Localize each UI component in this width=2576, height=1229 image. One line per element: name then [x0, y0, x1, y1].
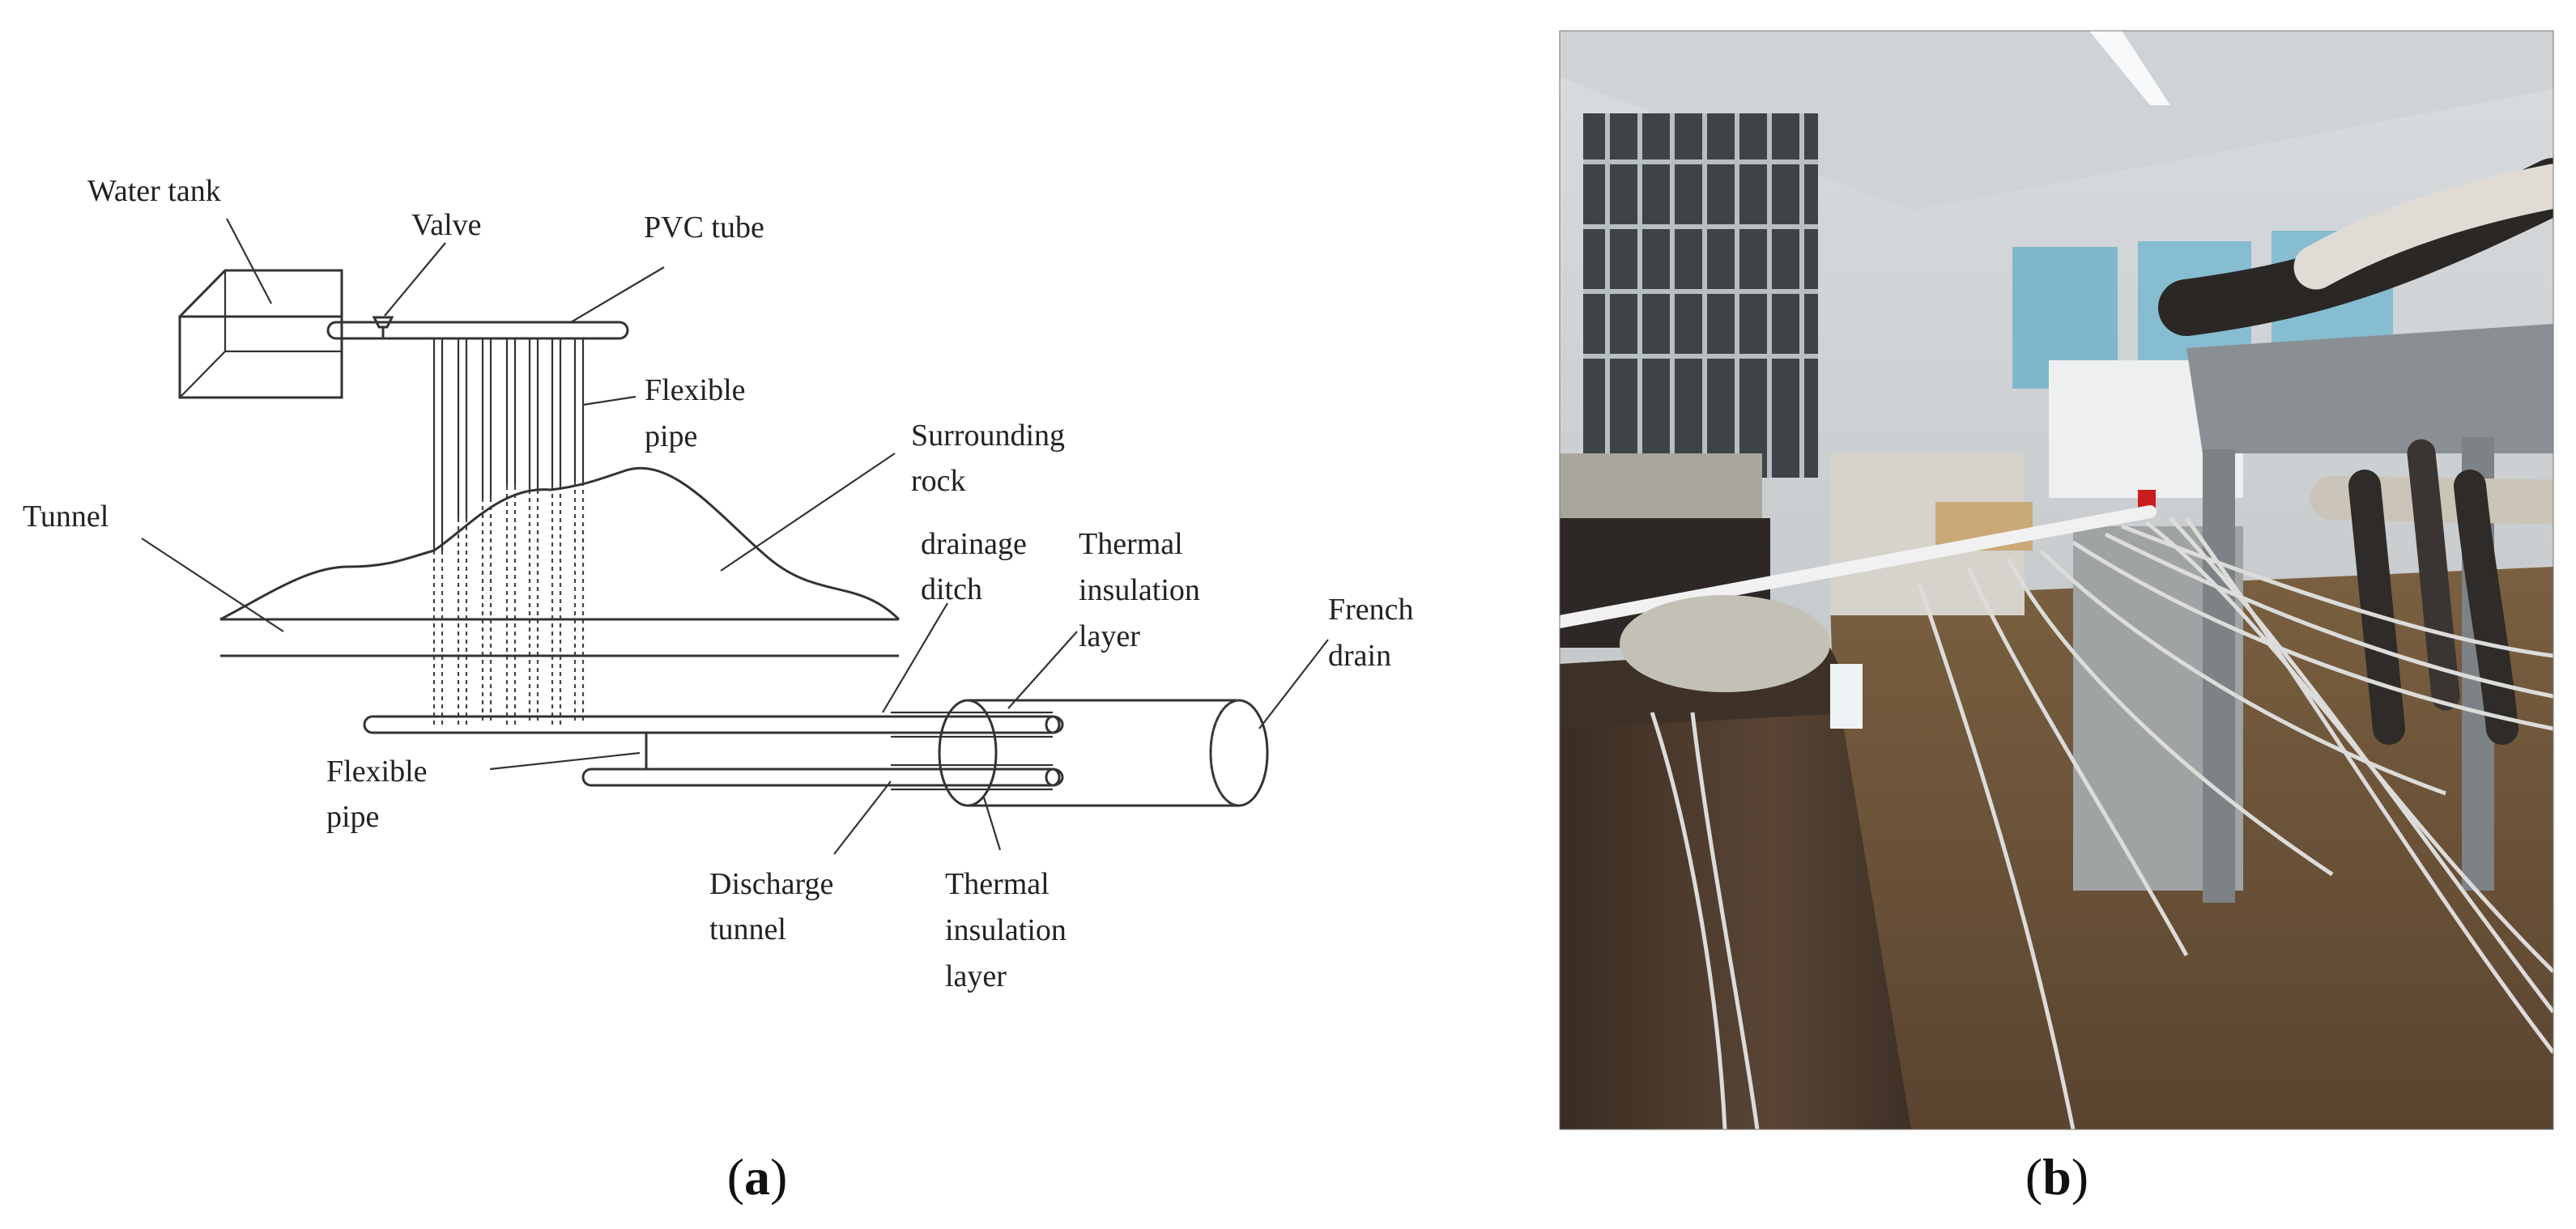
label-valve: Valve [411, 208, 482, 242]
drainage-pipe-shape [363, 715, 1064, 734]
surrounding-rock-outline [219, 466, 901, 621]
thermal-insulation-shapes [891, 711, 1053, 791]
label-thermal-insulation-top: Thermal insulation layer [1079, 527, 1207, 653]
caption-b: (b) [2025, 1148, 2088, 1206]
label-thermal-insulation-bottom: Thermal insulation layer [945, 867, 1074, 993]
photo-image [1560, 31, 2553, 1129]
label-drainage-ditch: drainage ditch [921, 527, 1034, 606]
photo-panel: (b) [1559, 30, 2554, 1206]
label-discharge-tunnel: Discharge tunnel [709, 867, 841, 946]
water-tank-shape [178, 269, 343, 399]
leader-lines [141, 218, 1329, 855]
label-pvc-tube: PVC tube [644, 211, 764, 245]
label-water-tank: Water tank [87, 174, 221, 208]
flexible-hoses [1650, 517, 2553, 1129]
valve-shape [372, 316, 394, 338]
insulated-pipes [2158, 158, 2553, 745]
caption-a: (a) [727, 1148, 788, 1206]
discharge-pipe-shape [581, 733, 1064, 787]
label-surrounding-rock: Surrounding rock [911, 419, 1073, 498]
label-flexible-pipe-top: Flexible pipe [645, 373, 753, 453]
flexible-pipes-vertical [432, 338, 585, 725]
window-shape [1583, 113, 1818, 478]
schematic-panel: Water tank Valve PVC tube Flexible pipe … [23, 174, 1421, 1206]
pvc-tube-shape [326, 321, 629, 340]
french-drain-shape [938, 699, 1269, 807]
label-french-drain: French drain [1328, 593, 1421, 673]
pvc-tube-photo [1560, 505, 2157, 628]
label-flexible-pipe-bottom: Flexible pipe [326, 755, 435, 834]
label-tunnel: Tunnel [23, 500, 109, 534]
schematic-labels: Water tank Valve PVC tube Flexible pipe … [23, 174, 1421, 993]
